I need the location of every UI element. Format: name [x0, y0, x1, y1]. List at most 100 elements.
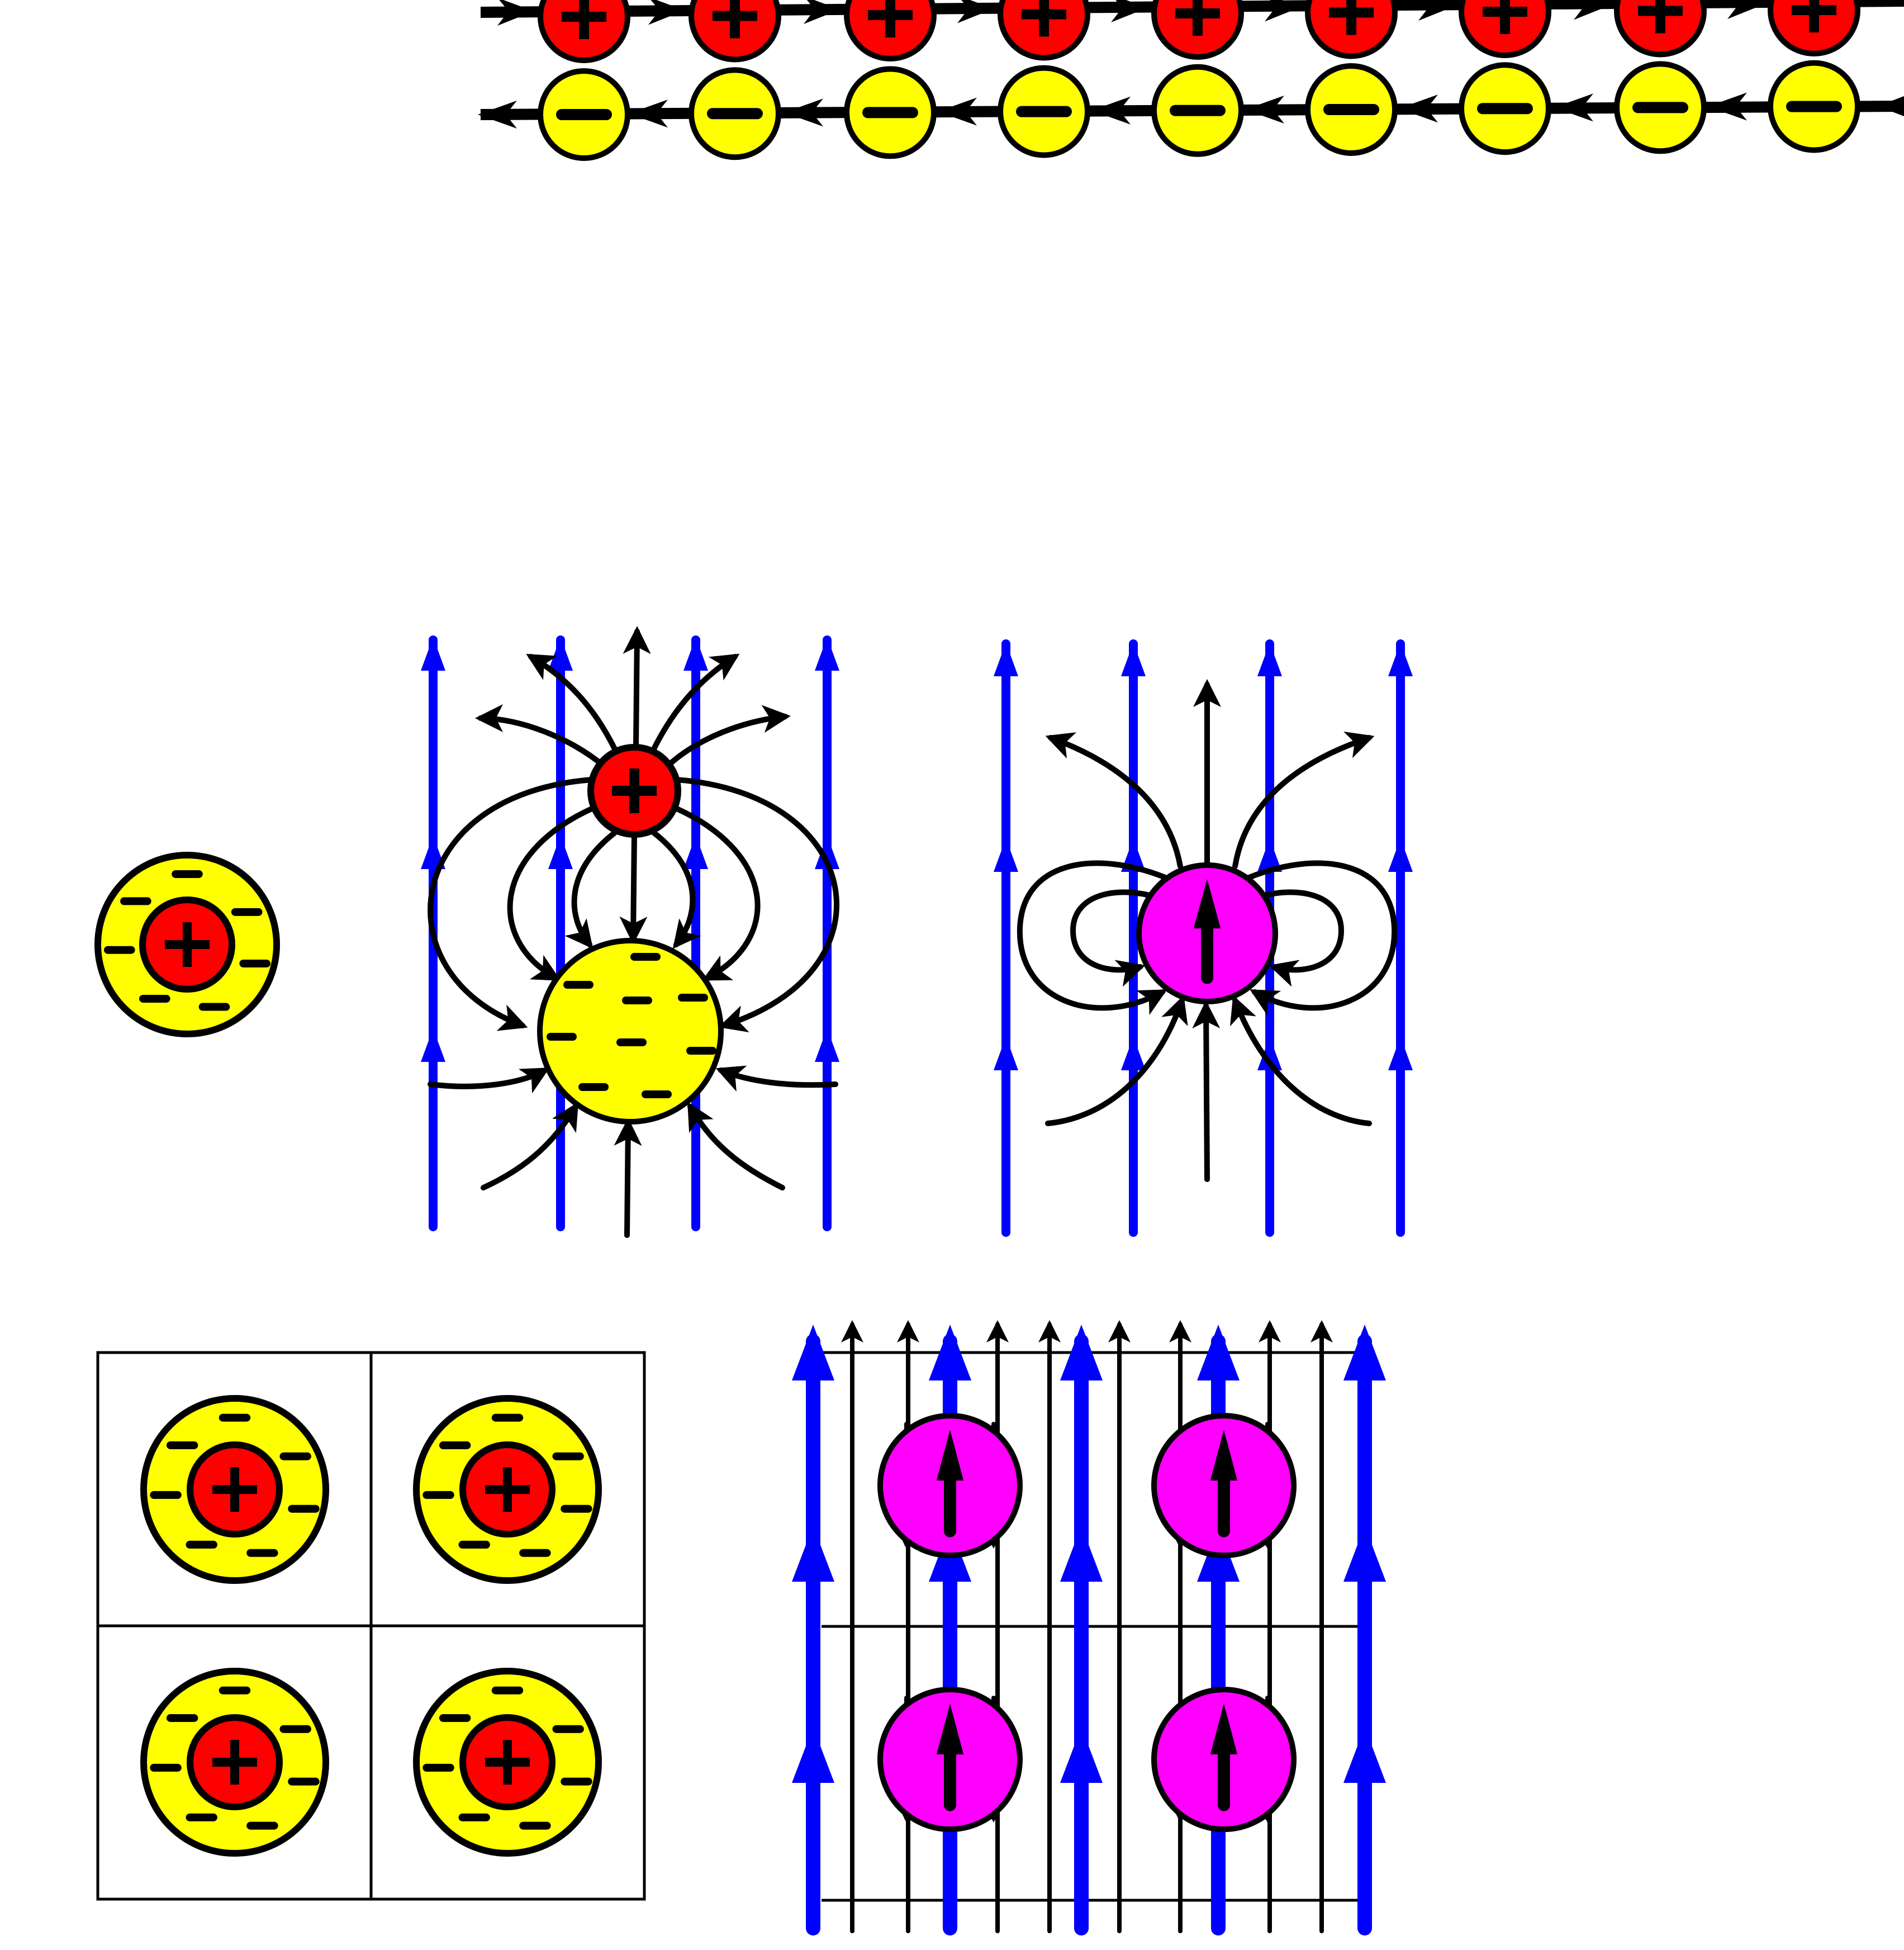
plus-sign-icon — [485, 1740, 530, 1785]
field-arrowhead — [421, 1028, 445, 1062]
arrowhead-right — [1418, 0, 1455, 21]
field-line-black — [1045, 732, 1183, 869]
field-arrowhead — [792, 1526, 834, 1582]
arrow-icon — [1210, 1704, 1238, 1754]
plus-sign-icon — [212, 1467, 257, 1512]
field-line-black — [1045, 995, 1188, 1126]
field-line-black — [665, 705, 791, 768]
field-arrowhead — [1388, 838, 1413, 872]
field-line-black — [687, 1102, 785, 1190]
arrowhead-left — [1091, 96, 1131, 125]
plus-sign-icon — [1329, 0, 1374, 35]
field-arrowhead — [792, 1325, 834, 1380]
field-line-black — [1017, 860, 1168, 1016]
field-line-black — [651, 830, 701, 949]
field-line-black — [665, 802, 761, 981]
plus-sign-icon — [165, 922, 210, 967]
field-line-black — [614, 1118, 642, 1238]
plus-sign-icon — [212, 1740, 257, 1785]
arrowhead-left — [478, 101, 517, 129]
polarized-atom-in-field — [421, 626, 839, 1238]
field-arrowhead — [815, 637, 839, 671]
magnetic-dipole-in-field — [994, 639, 1413, 1237]
field-arrowhead — [1343, 1526, 1386, 1582]
field-arrowhead — [421, 836, 445, 869]
field-arrowhead — [815, 1028, 839, 1062]
field-arrowhead — [548, 637, 573, 671]
arrowhead-right — [1111, 0, 1147, 22]
field-line-black — [1230, 995, 1372, 1126]
arrowhead-left — [1708, 92, 1747, 121]
field-arrowhead — [929, 1325, 971, 1380]
field-arrowhead — [994, 838, 1018, 872]
field-arrowhead — [815, 836, 839, 869]
field-line-black — [1192, 1000, 1221, 1182]
arrow-icon — [936, 1704, 964, 1754]
arrow-icon — [1193, 879, 1221, 929]
plus-sign-icon — [485, 1467, 530, 1512]
arrow-icon — [1210, 1430, 1238, 1481]
field-arrowhead — [1060, 1325, 1103, 1380]
arrowhead-left — [1554, 93, 1593, 122]
arrowhead-left — [1245, 96, 1284, 124]
plus-sign-icon — [1022, 0, 1066, 37]
arrowhead-right — [957, 0, 994, 23]
arrowhead-right — [804, 0, 840, 24]
field-line-black — [564, 830, 618, 949]
plus-sign-icon — [562, 0, 606, 39]
field-line-black — [623, 626, 651, 749]
electron-cloud — [537, 938, 724, 1125]
arrowhead-right — [1265, 0, 1301, 22]
field-arrowhead — [683, 637, 708, 671]
field-arrowhead — [1197, 1325, 1240, 1380]
atom-lattice-grid — [96, 1351, 646, 1901]
field-arrowhead — [994, 1037, 1018, 1070]
single-atom — [94, 852, 280, 1037]
field-line-black — [428, 777, 595, 1031]
plus-sign-icon — [868, 0, 913, 37]
arrowhead-left — [784, 98, 823, 127]
arrowhead-right — [1574, 0, 1610, 20]
field-arrowhead — [1257, 838, 1282, 872]
field-line-black — [715, 1065, 838, 1092]
field-arrowhead — [994, 643, 1018, 676]
field-line-black — [475, 704, 606, 768]
arrowhead-right — [1727, 0, 1764, 19]
field-line-black — [651, 653, 740, 752]
arrowhead-right — [648, 0, 685, 25]
field-arrowhead — [792, 1727, 834, 1783]
arrowhead-left — [1399, 94, 1438, 123]
plus-sign-icon — [1175, 0, 1220, 36]
field-arrowhead — [1257, 1037, 1282, 1070]
plus-sign-icon — [713, 0, 757, 39]
field-line-black — [481, 1102, 579, 1190]
field-line-black — [526, 653, 618, 752]
field-line-black — [1070, 889, 1168, 987]
field-arrowhead — [1388, 643, 1413, 676]
plus-sign-icon — [1638, 0, 1683, 34]
arrowhead-left — [938, 97, 977, 126]
arrowhead-right — [497, 0, 534, 26]
field-line-black — [619, 833, 648, 945]
field-arrowhead — [1121, 1037, 1146, 1070]
charge-rows — [478, 0, 1904, 161]
field-arrowhead — [421, 637, 445, 671]
field-arrowhead — [1257, 643, 1282, 676]
plus-sign-icon — [612, 768, 657, 813]
field-line-black — [1232, 731, 1375, 869]
field-arrowhead — [1060, 1526, 1103, 1582]
field-line-black — [1246, 889, 1345, 987]
field-arrowhead — [1388, 1037, 1413, 1070]
arrowhead-left — [1878, 96, 1904, 116]
field-arrowhead — [1343, 1325, 1386, 1380]
arrowhead-left — [629, 99, 668, 128]
plus-sign-icon — [1792, 0, 1836, 32]
field-line-black — [1246, 860, 1398, 1016]
field-arrowhead — [1343, 1727, 1386, 1783]
arrow-icon — [936, 1430, 964, 1481]
field-arrowhead — [1121, 643, 1146, 676]
dipole-lattice-grid — [792, 1320, 1386, 1935]
field-line-black — [507, 802, 604, 981]
field-arrowhead — [548, 836, 573, 869]
